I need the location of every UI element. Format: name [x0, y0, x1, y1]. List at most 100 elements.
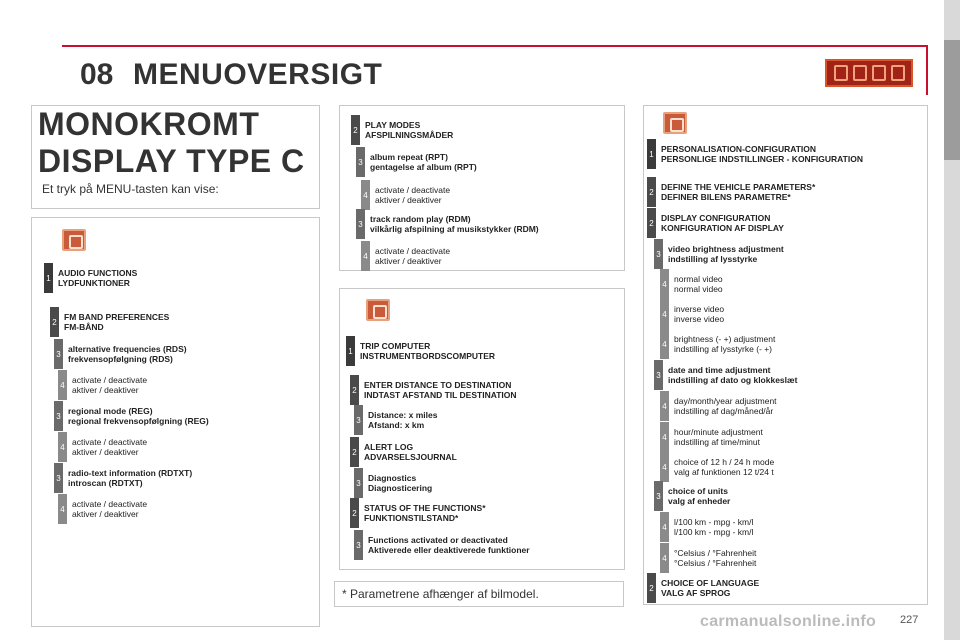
- entry-label-english: album repeat (RPT): [370, 152, 448, 162]
- menu-entry-label: alternative frequencies (RDS)frekvensopf…: [68, 344, 187, 364]
- entry-label-danish: vilkårlig afspilning af musikstykker (RD…: [370, 224, 539, 234]
- entry-label-danish: Diagnosticering: [368, 483, 433, 493]
- level-marker: 2: [350, 498, 359, 528]
- entry-label-english: track random play (RDM): [370, 214, 471, 224]
- entry-label-danish: VALG AF SPROG: [661, 588, 731, 598]
- level-marker: 2: [350, 375, 359, 405]
- entry-label-english: brightness (- +) adjustment: [674, 334, 776, 344]
- level-marker: 1: [44, 263, 53, 293]
- entry-label-danish: INSTRUMENTBORDSCOMPUTER: [360, 351, 496, 361]
- entry-label-english: l/100 km - mpg - km/l: [674, 517, 754, 527]
- page-edge-tab: [944, 40, 960, 160]
- entry-label-english: activate / deactivate: [72, 499, 148, 509]
- entry-label-english: normal video: [674, 274, 723, 284]
- configuration-panel: [643, 105, 928, 605]
- entry-label-danish: aktiver / deaktiver: [375, 195, 442, 205]
- level-marker: 4: [361, 241, 370, 271]
- level-marker: 2: [50, 307, 59, 337]
- audio-icon: [852, 65, 867, 81]
- entry-label-danish: indstilling af time/minut: [674, 437, 760, 447]
- entry-label-english: ENTER DISTANCE TO DESTINATION: [364, 380, 512, 390]
- entry-label-english: DEFINE THE VEHICLE PARAMETERS*: [661, 182, 816, 192]
- entry-label-danish: indstilling af lysstyrke (- +): [674, 344, 773, 354]
- header-rule: [62, 45, 928, 47]
- watermark: carmanualsonline.info: [700, 613, 877, 630]
- entry-label-danish: Aktiverede eller deaktiverede funktioner: [368, 545, 530, 555]
- level-marker: 4: [660, 329, 669, 359]
- level-marker: 3: [354, 405, 363, 435]
- entry-label-danish: FUNKTIONSTILSTAND*: [364, 513, 459, 523]
- level-marker: 1: [647, 139, 656, 169]
- display-title-line1: MONOKROMT: [38, 106, 260, 142]
- header-rule-vertical: [926, 45, 928, 95]
- entry-label-danish: °Celsius / °Fahrenheit: [674, 558, 757, 568]
- entry-label-danish: gentagelse af album (RPT): [370, 162, 477, 172]
- entry-label-danish: PERSONLIGE INDSTILLINGER - KONFIGURATION: [661, 154, 863, 164]
- level-marker: 3: [354, 468, 363, 498]
- menu-entry-label: regional mode (REG)regional frekvensopfø…: [68, 406, 209, 426]
- entry-label-danish: inverse video: [674, 314, 725, 324]
- entry-label-danish: KONFIGURATION AF DISPLAY: [661, 223, 784, 233]
- level-marker: 2: [351, 115, 360, 145]
- entry-label-danish: regional frekvensopfølgning (REG): [68, 416, 209, 426]
- entry-label-english: choice of units: [668, 486, 728, 496]
- navigation-icon: [833, 65, 848, 81]
- entry-label-english: activate / deactivate: [375, 185, 451, 195]
- level-marker: 4: [58, 370, 67, 400]
- fuel-pump-icon: [366, 299, 390, 321]
- level-marker: 3: [356, 209, 365, 239]
- level-marker: 2: [647, 573, 656, 603]
- entry-label-danish: indstilling af dag/måned/år: [674, 406, 774, 416]
- entry-label-english: Functions activated or deactivated: [368, 535, 508, 545]
- entry-label-english: radio-text information (RDTXT): [68, 468, 193, 478]
- chapter-icons: [825, 59, 913, 87]
- entry-label-english: ALERT LOG: [364, 442, 414, 452]
- entry-label-english: DISPLAY CONFIGURATION: [661, 213, 771, 223]
- entry-label-english: PERSONALISATION-CONFIGURATION: [661, 144, 817, 154]
- level-marker: 3: [54, 339, 63, 369]
- entry-label-english: Distance: x miles: [368, 410, 438, 420]
- music-note-icon: [62, 229, 86, 251]
- footnote-panel: [334, 581, 624, 607]
- entry-label-danish: l/100 km - mpg - km/l: [674, 527, 754, 537]
- entry-label-english: activate / deactivate: [375, 246, 451, 256]
- entry-label-danish: normal video: [674, 284, 723, 294]
- entry-label-danish: ADVARSELSJOURNAL: [364, 452, 457, 462]
- level-marker: 4: [58, 432, 67, 462]
